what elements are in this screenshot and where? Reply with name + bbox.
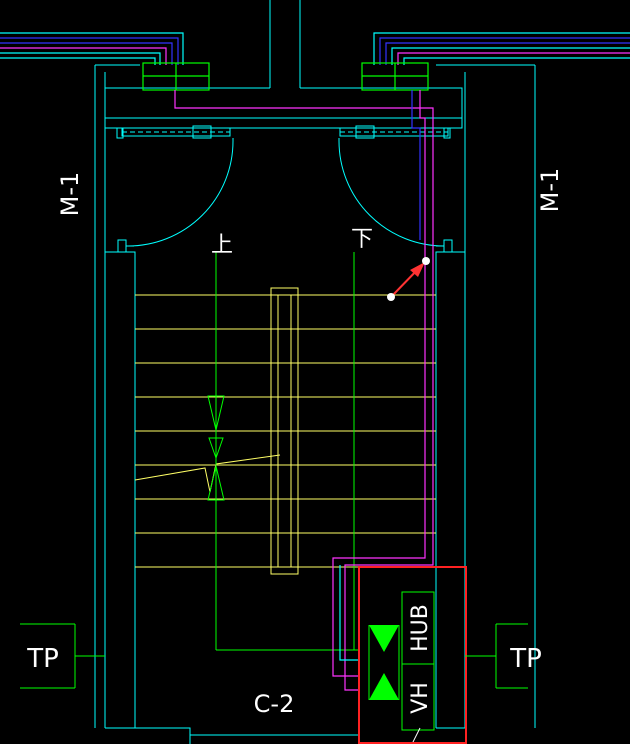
cable-bundle-left <box>0 32 184 65</box>
hub-label: HUB <box>408 604 433 652</box>
staircase <box>134 287 436 575</box>
annotation-arrow[interactable] <box>387 257 430 301</box>
selection-box[interactable] <box>358 566 467 744</box>
cable-tray-right[interactable] <box>361 62 429 91</box>
tp-label-right: TP <box>509 644 542 674</box>
walk-lines <box>207 252 360 651</box>
walls <box>94 0 536 744</box>
door-left[interactable] <box>117 138 234 253</box>
cable-tray-left[interactable] <box>142 62 210 91</box>
cable-bundle-right <box>373 32 630 65</box>
door-label-left: M-1 <box>56 172 84 217</box>
up-mark: 上 <box>211 233 233 258</box>
door-right[interactable] <box>338 138 453 253</box>
door-label-right: M-1 <box>536 168 564 213</box>
cable-run-magenta <box>174 90 434 691</box>
stair-well <box>270 287 299 575</box>
hub-box[interactable] <box>401 591 435 731</box>
tp-label-left: TP <box>26 644 59 674</box>
vh-label: VH <box>408 682 433 714</box>
arrow-grip-start[interactable] <box>387 293 395 301</box>
valve-vh-symbol[interactable] <box>368 625 400 700</box>
door-thresholds <box>116 125 451 139</box>
tp-box-left[interactable] <box>20 623 105 689</box>
window-label: C-2 <box>254 690 295 718</box>
arrow-grip-end[interactable] <box>422 257 430 265</box>
vh-leader <box>411 727 421 744</box>
tp-box-right[interactable] <box>465 623 528 689</box>
down-mark: 下 <box>351 227 373 252</box>
